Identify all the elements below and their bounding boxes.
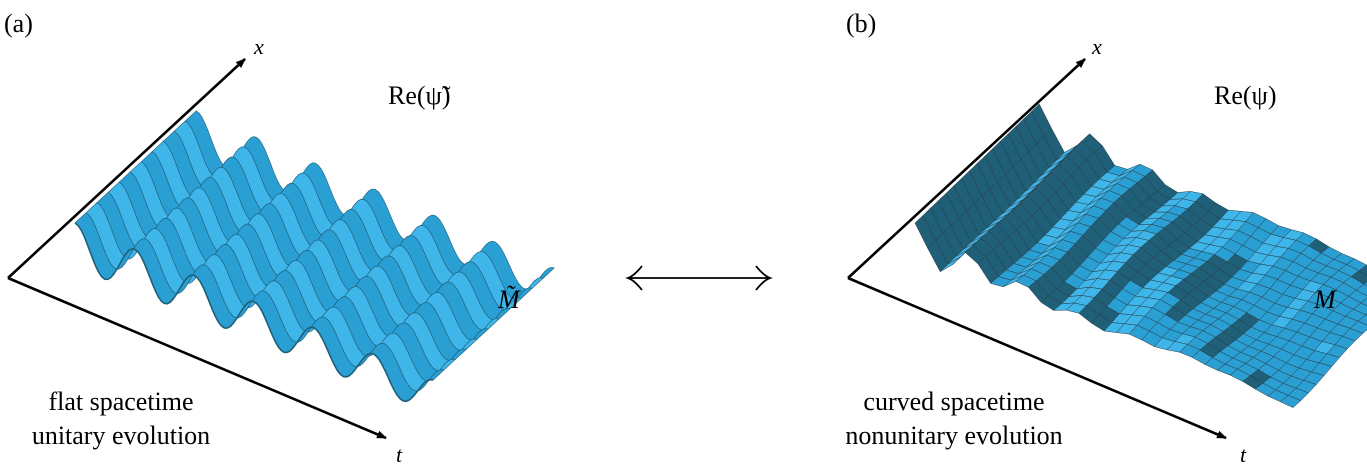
mesh-cell — [1358, 264, 1367, 276]
panel-a-caption-line2: unitary evolution — [32, 421, 210, 450]
mesh-cell — [1280, 395, 1302, 408]
wave-front-edge — [74, 222, 434, 403]
panel-a-x-axis — [7, 58, 246, 279]
panel-a-t-axis — [7, 276, 387, 440]
mesh-cell — [1360, 298, 1367, 306]
panel-a-wave-surface — [74, 110, 555, 403]
panel-b: (b) x t Re(ψ) M curved spacetime nonunit… — [845, 9, 1367, 466]
panel-b-t-axis — [847, 276, 1227, 440]
panel-b-x-label: x — [1091, 34, 1102, 59]
panel-b-tag: (b) — [846, 9, 876, 38]
panel-a-x-label: x — [253, 34, 264, 59]
panel-b-caption-line2: nonunitary evolution — [845, 421, 1062, 450]
mesh-cell — [1363, 281, 1367, 287]
panel-b-curved-surface — [914, 103, 1367, 408]
panel-a: (a) x t Re(ψ̃) M̃ flat spacetime unitary… — [4, 9, 555, 466]
panel-b-x-axis — [847, 58, 1086, 279]
panel-b-field-label: Re(ψ) — [1214, 81, 1276, 110]
panel-a-manifold-label: M̃ — [497, 285, 521, 314]
panel-b-caption-line1: curved spacetime — [863, 387, 1044, 416]
panel-a-caption-line1: flat spacetime — [48, 387, 193, 416]
panel-a-tag: (a) — [4, 9, 33, 38]
double-headed-arrow-icon — [625, 265, 773, 291]
panel-b-t-label: t — [1240, 442, 1247, 466]
panel-a-field-label: Re(ψ̃) — [388, 81, 451, 110]
panel-b-manifold-label: M — [1313, 285, 1337, 314]
panel-a-t-label: t — [396, 442, 403, 466]
